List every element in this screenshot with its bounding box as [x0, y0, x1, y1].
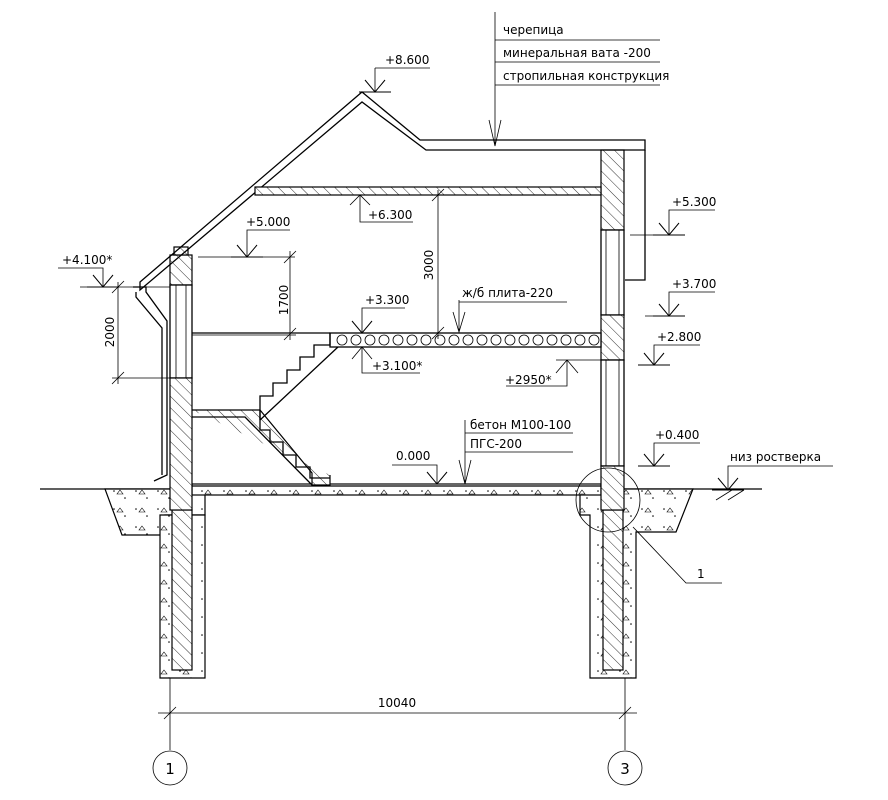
slab-hollow-core	[406, 334, 418, 346]
axis-label-1: 1	[165, 760, 175, 778]
dim-2000	[111, 280, 170, 385]
ground-hatch	[715, 489, 745, 501]
callout-leader	[632, 526, 722, 584]
floor-note-concrete: бетон М100-100	[470, 418, 571, 432]
slab-note-leader	[452, 300, 567, 334]
level-mark	[506, 359, 601, 387]
left-pile-rebar	[171, 509, 193, 671]
slab-hollow-core	[448, 334, 460, 346]
level-attic-floor: +6.300	[368, 208, 412, 222]
slab-hollow-core	[476, 334, 488, 346]
slab-hollow-core	[350, 334, 362, 346]
slab-note: ж/б плита-220	[462, 286, 553, 300]
attic-floor	[254, 186, 602, 196]
right-window-lower	[600, 359, 625, 467]
axis-marker-1	[152, 750, 188, 786]
right-footing-pile	[579, 488, 694, 679]
dim-3000-label: 3000	[422, 250, 436, 281]
downpipe	[133, 286, 168, 482]
dim-span-label: 10040	[378, 696, 416, 710]
level-wall-top-left: +5.000	[246, 215, 290, 229]
stair-upper-flight	[259, 333, 339, 421]
roof-layer: черепица	[503, 23, 564, 37]
slab-hollow-core	[518, 334, 530, 346]
level-grillage-bottom: низ ростверка	[730, 450, 821, 464]
left-wall-upper	[169, 254, 193, 286]
slab-hollow-core	[588, 334, 600, 346]
level-eave-left: +4.100*	[62, 253, 112, 267]
slab-hollow-core	[364, 334, 376, 346]
dim-1700-label: 1700	[277, 285, 291, 316]
dim-2000-label: 2000	[103, 317, 117, 348]
axis-marker-3	[607, 750, 643, 786]
slab-hollow-core	[434, 334, 446, 346]
detail-callout-circle[interactable]	[575, 467, 641, 533]
left-wall-lower	[169, 377, 193, 511]
slab-hollow-core	[532, 334, 544, 346]
axis-label-3: 3	[620, 760, 630, 778]
level-window-sill: +0.400	[655, 428, 699, 442]
dim-1700	[192, 250, 297, 341]
floor-note-leader	[458, 420, 573, 485]
level-floor: 0.000	[396, 449, 430, 463]
slab-hollow-core	[504, 334, 516, 346]
floor-note-base: ПГС-200	[470, 437, 522, 451]
slab-holes	[336, 334, 600, 346]
right-wall-slab-band	[600, 314, 625, 361]
right-eave-fascia	[625, 150, 646, 281]
stair-lower-flight	[192, 409, 331, 486]
level-ridge: +8.600	[385, 53, 429, 67]
slab-hollow-core	[560, 334, 572, 346]
left-window	[169, 284, 193, 379]
slab-hollow-core	[490, 334, 502, 346]
dim-3000	[431, 188, 445, 340]
callout-label: 1	[697, 567, 705, 581]
right-wall-plinth	[600, 465, 625, 511]
slab-hollow-core	[420, 334, 432, 346]
level-ceiling: +2950*	[505, 373, 552, 387]
dim-span	[158, 678, 637, 750]
right-window-upper	[600, 229, 625, 316]
slab-hollow-core	[546, 334, 558, 346]
roof-layers-leader	[488, 12, 660, 147]
slab-hollow-core	[574, 334, 586, 346]
level-slab-bottom: +3.100*	[372, 359, 422, 373]
level-mark	[349, 194, 413, 223]
right-pile-rebar	[602, 509, 624, 671]
slab-hollow-core	[392, 334, 404, 346]
slab-hollow-core	[336, 334, 348, 346]
roof-layer: стропильная конструкция	[503, 69, 669, 83]
level-slab-top: +3.300	[365, 293, 409, 307]
right-wall-upper	[600, 149, 625, 231]
slab-hollow-core	[378, 334, 390, 346]
stair-steps-lower	[192, 410, 330, 486]
level-wall-top-right: +5.300	[672, 195, 716, 209]
level-lintel: +2.800	[657, 330, 701, 344]
level-window-top: +3.700	[672, 277, 716, 291]
slab-hollow-core	[462, 334, 474, 346]
roof-layer: минеральная вата -200	[503, 46, 651, 60]
